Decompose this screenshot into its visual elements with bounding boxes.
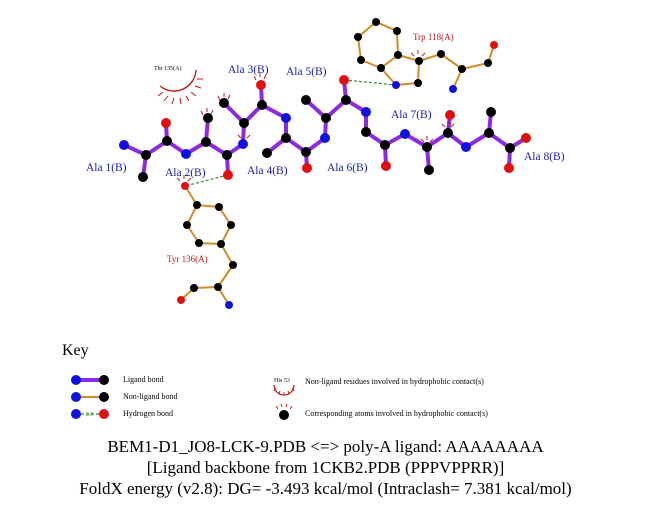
caption-line-1: BEM1-D1_JO8-LCK-9.PDB <=> poly-A ligand:…: [107, 437, 544, 456]
label-ala2: Ala 2(B): [165, 167, 206, 179]
hydrogen-bonds: [184, 79, 397, 187]
label-ala6: Ala 6(B): [327, 162, 368, 174]
hbond-distance: 3.0: [86, 412, 93, 418]
label-ala1: Ala 1(B): [86, 162, 127, 174]
residue-labels: Ala 1(B) Ala 2(B) Ala 3(B) Ala 4(B) Ala …: [86, 32, 565, 264]
caption-line-2: [Ligand backbone from 1CKB2.PDB (PPPVPPR…: [146, 458, 505, 477]
key-hydrophobic-atoms-text: Corresponding atoms involved in hydropho…: [305, 409, 488, 418]
hydrophobic-contacts: [157, 50, 455, 182]
label-ala7: Ala 7(B): [391, 109, 432, 121]
key-hydrogen-bond-text: Hydrogen bond: [123, 409, 173, 418]
ligand-bonds: [122, 78, 528, 179]
key-ligand-bond-text: Ligand bond: [123, 375, 164, 384]
label-ala3: Ala 3(B): [228, 64, 269, 76]
label-ala4: Ala 4(B): [247, 165, 288, 177]
hydrophobic-example-label: His 53: [274, 378, 290, 384]
key-hydrophobic-residues-text: Non-ligand residues involved in hydropho…: [305, 377, 484, 386]
label-ala8: Ala 8(B): [524, 151, 565, 163]
key-non-ligand-bond-text: Non-ligand bond: [123, 392, 178, 401]
caption-line-3: FoldX energy (v2.8): DG= -3.493 kcal/mol…: [79, 479, 572, 498]
label-ala5: Ala 5(B): [286, 66, 327, 78]
label-trp118: Trp 118(A): [413, 32, 454, 42]
key-title: Key: [62, 342, 89, 359]
atoms: [119, 18, 531, 309]
key-symbols: 3.0 His 53: [71, 375, 295, 420]
label-tyr136: Tyr 136(A): [167, 254, 208, 264]
label-thr135: Thr 135(A): [154, 65, 182, 72]
